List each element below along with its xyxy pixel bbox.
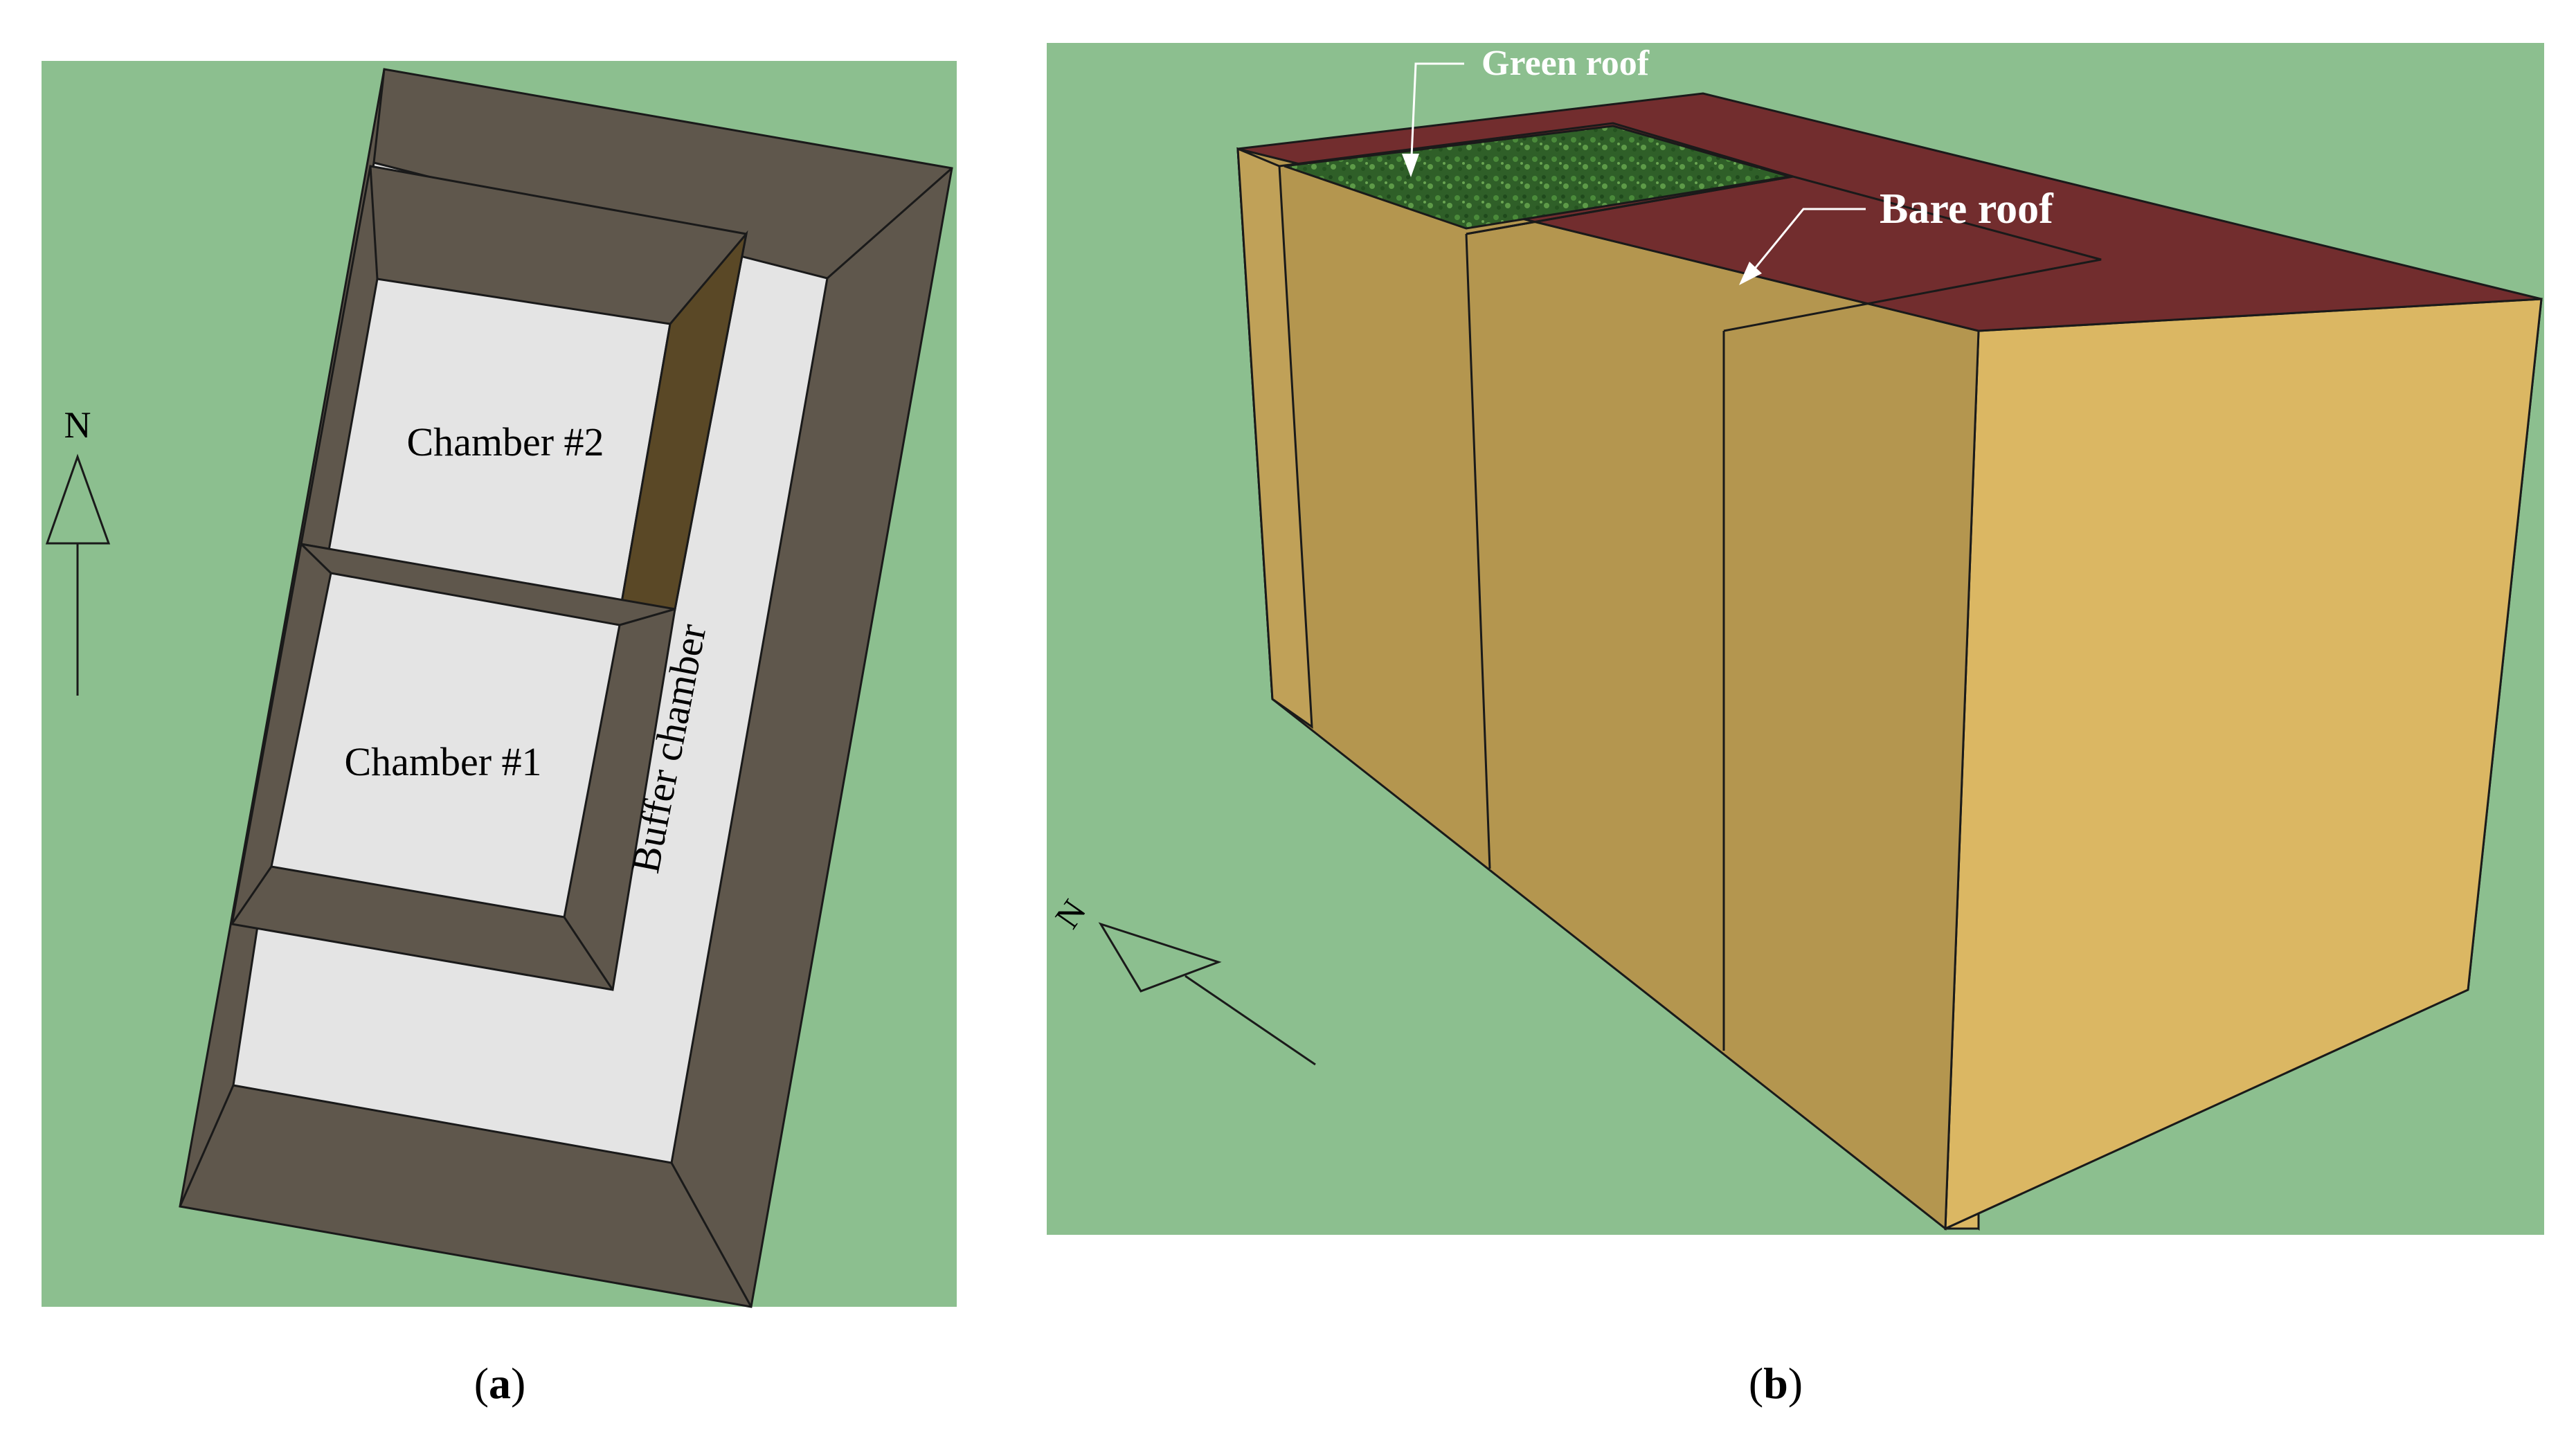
bare-roof-label: Bare roof <box>1880 185 2054 233</box>
outer-bevel-lines <box>179 69 953 1307</box>
north-arrow-a: N <box>45 404 111 696</box>
chamber-1-bevel-lines <box>231 543 676 990</box>
building-far-wall-strip <box>1236 147 1313 730</box>
caption-b-open: ( <box>1749 1359 1763 1408</box>
side-wall-divisions <box>1465 233 1725 1051</box>
green-roof-label: Green roof <box>1481 44 1650 83</box>
chamber-1-label: Chamber #1 <box>344 739 541 784</box>
caption-a-close: ) <box>511 1359 525 1408</box>
roof-section-lines <box>1279 122 2102 332</box>
panel-a-plan-view: Chamber #2 Chamber #1 Buffer chamber N (… <box>42 61 957 1408</box>
green-roof-callout: Green roof <box>1402 44 1650 177</box>
north-label-a: N <box>64 404 91 446</box>
caption-a-letter: a <box>489 1359 511 1408</box>
bare-roof-callout: Bare roof <box>1739 185 2054 285</box>
green-roof-patch <box>1284 125 1790 230</box>
caption-b: (b) <box>1749 1359 1803 1408</box>
chamber-2-label: Chamber #2 <box>406 419 604 464</box>
caption-a: (a) <box>474 1359 526 1408</box>
caption-b-letter: b <box>1763 1359 1788 1408</box>
caption-a-open: ( <box>474 1359 489 1408</box>
north-arrow-b-head <box>1098 922 1222 993</box>
caption-b-close: ) <box>1788 1359 1803 1408</box>
panel-b-perspective-view: Green roof Bare roof N (b) <box>1047 43 2544 1408</box>
